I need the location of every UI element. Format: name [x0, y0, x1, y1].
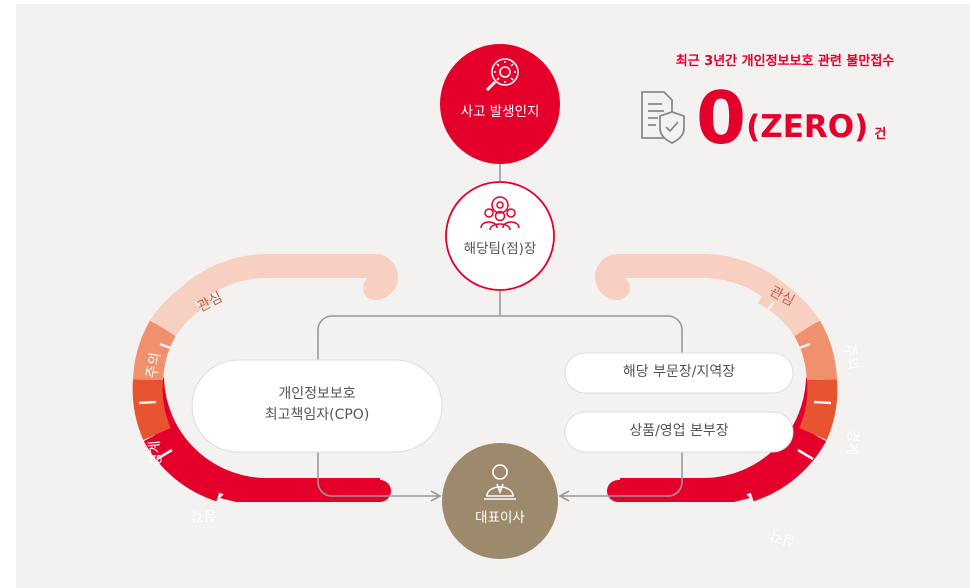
right-alert-track	[595, 254, 838, 502]
cpo-box-text: 개인정보보호 최고책임자(CPO)	[192, 384, 442, 426]
team-leader-node	[445, 181, 555, 291]
level-label-warning-right: 경계	[843, 429, 861, 456]
alert-level-labels: 관심 주의 경계 심각 관심 주의 경계 심각	[144, 283, 861, 549]
connectors	[317, 164, 683, 502]
stat-icon-spacer	[636, 92, 682, 144]
search-gear-icon	[485, 58, 519, 92]
incident-label: 사고 발생인지	[460, 104, 540, 120]
ceo-label: 대표이사	[475, 510, 525, 526]
sales-head-label: 상품/영업 본부장	[629, 423, 729, 439]
sales-head-box	[564, 411, 794, 453]
document-shield-icon	[641, 91, 685, 145]
incident-node	[440, 44, 560, 164]
level-label-caution-right: 주의	[841, 343, 861, 371]
team-leader-label: 해당팀(점)장	[463, 241, 537, 257]
left-alert-track	[132, 254, 398, 502]
cpo-line-1: 개인정보보호	[278, 386, 356, 402]
division-head-box	[564, 352, 794, 394]
level-label-serious-right: 심각	[768, 527, 797, 549]
cpo-line-2: 최고책임자(CPO)	[264, 407, 370, 423]
stat-headline: 최근 3년간 개인정보보호 관련 불만접수	[675, 54, 895, 69]
stat-value-row: 0 (ZERO) 건	[636, 78, 886, 158]
level-label-caution-left: 주의	[144, 351, 164, 379]
executive-icon	[484, 464, 516, 500]
stat-unit: 건	[874, 126, 887, 142]
team-gear-icon	[480, 196, 520, 231]
stat-value: 0	[696, 76, 746, 160]
level-label-warning-left: 경계	[147, 440, 165, 467]
stat-value-word: (ZERO)	[746, 109, 869, 145]
left-serious-bar	[220, 480, 391, 502]
level-label-serious-left: 심각	[191, 507, 217, 523]
ceo-node	[442, 443, 558, 559]
division-head-label: 해당 부문장/지역장	[622, 364, 736, 380]
cpo-box	[191, 359, 443, 453]
left-arc-segments	[132, 276, 227, 502]
